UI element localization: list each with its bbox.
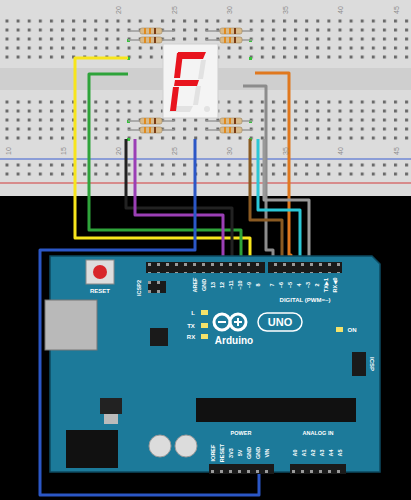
pin-name: A3	[320, 449, 326, 456]
column-number: 30	[226, 147, 233, 155]
pin-name: 5V	[238, 450, 244, 457]
column-number: 30	[226, 6, 233, 14]
column-number: 35	[281, 6, 288, 14]
board-label: ICSP	[369, 357, 375, 371]
pin-name: RX◀0	[333, 278, 339, 293]
board-label: POWER	[231, 431, 252, 437]
pin-name: TX▶1	[324, 278, 330, 292]
rail-line	[0, 182, 411, 183]
board-label: DIGITAL (PWM=~)	[280, 297, 331, 303]
board-label: ICSP2	[137, 280, 143, 296]
column-number: 25	[170, 147, 177, 155]
pin-name: ~3	[306, 282, 312, 288]
pin-name: VIN	[265, 448, 271, 457]
pin-name: A2	[311, 449, 317, 456]
rail-line	[0, 158, 411, 159]
pin-name: 3V3	[229, 448, 235, 458]
pin-name: ~11	[229, 280, 235, 289]
pin-name: 4	[297, 283, 303, 286]
pin-name: ~6	[279, 282, 285, 288]
resistor-symbol	[128, 28, 252, 133]
pin-name: A4	[329, 449, 335, 456]
pin-name: ~5	[288, 282, 294, 288]
pin-name: 7	[270, 283, 276, 286]
led-label: L	[191, 310, 195, 316]
column-number: 20	[115, 147, 122, 155]
pin-name: GND	[202, 279, 208, 291]
pin-name: ~9	[247, 282, 253, 288]
pin-name: RESET	[220, 444, 226, 462]
brand-name: Arduino	[215, 336, 253, 346]
column-number: 10	[5, 147, 12, 155]
column-number: 15	[60, 147, 67, 155]
seven-segment-display	[163, 44, 218, 118]
board-label: RESET	[90, 288, 110, 294]
column-number: 45	[392, 147, 399, 155]
led-label: RX	[187, 334, 195, 340]
breadboard	[0, 0, 411, 196]
pin-name: A0	[293, 449, 299, 456]
pin-name: ~10	[238, 280, 244, 289]
column-number: 40	[337, 6, 344, 14]
model-name: UNO	[268, 317, 292, 328]
led-label: ON	[348, 327, 357, 333]
column-number: 40	[337, 147, 344, 155]
pin-name: A1	[302, 449, 308, 456]
pin-name: IOREF	[211, 445, 217, 462]
pin-name: 8	[256, 283, 262, 286]
led-label: TX	[187, 323, 195, 329]
pin-name: AREF	[193, 278, 199, 293]
column-number: 45	[392, 6, 399, 14]
breadboard-holes	[0, 100, 411, 145]
column-number: 20	[115, 6, 122, 14]
pin-name: GND	[247, 447, 253, 459]
pin-name: 13	[211, 282, 217, 288]
arduino-board	[45, 256, 380, 474]
pin-name: 12	[220, 282, 226, 288]
column-number: 25	[170, 6, 177, 14]
connected-holes	[127, 39, 252, 141]
column-number: 35	[281, 147, 288, 155]
rail-holes	[0, 163, 411, 181]
pin-name: 2	[315, 283, 321, 286]
board-label: ANALOG IN	[303, 431, 334, 437]
pin-name: A5	[338, 449, 344, 456]
pin-name: GND	[256, 447, 262, 459]
